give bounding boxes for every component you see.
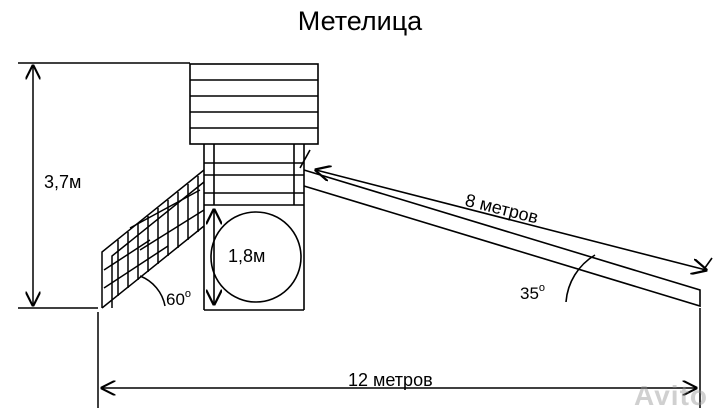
slide-angle-label: 35o xyxy=(520,282,546,304)
slide-beam xyxy=(303,169,701,308)
slide-length-arrow xyxy=(316,170,706,270)
slide-angle-arc xyxy=(565,254,596,303)
roof-cabin xyxy=(189,63,319,145)
climbing-ladder xyxy=(101,169,205,309)
ladder-crossbar xyxy=(139,209,205,251)
height-dimension xyxy=(18,62,190,309)
ladder-inner-rail xyxy=(111,181,205,308)
slide-tick-top xyxy=(299,149,311,169)
ladder-crossbar xyxy=(103,239,151,271)
ladder-crossbar xyxy=(103,245,169,289)
tower xyxy=(203,144,305,311)
degree-sign: o xyxy=(184,288,192,300)
opening-diameter-label: 1,8м xyxy=(228,246,266,266)
ladder-angle-label: 60o xyxy=(166,288,192,310)
ladder-angle-value: 60 xyxy=(166,290,185,309)
ladder-bottom-edge xyxy=(101,225,205,309)
length-dimension xyxy=(97,308,701,408)
roof-box xyxy=(189,63,319,145)
ladder-angle-arc xyxy=(139,275,166,307)
total-length-label: 12 метров xyxy=(348,370,433,390)
ladder-outline xyxy=(101,169,205,308)
slide xyxy=(299,149,713,308)
degree-sign: o xyxy=(538,282,546,294)
avito-watermark: Avito xyxy=(634,380,708,411)
page-title: Метелица xyxy=(297,6,423,36)
slide-angle-value: 35 xyxy=(520,284,539,303)
height-label: 3,7м xyxy=(44,172,82,192)
ladder-crossbar xyxy=(129,189,201,229)
